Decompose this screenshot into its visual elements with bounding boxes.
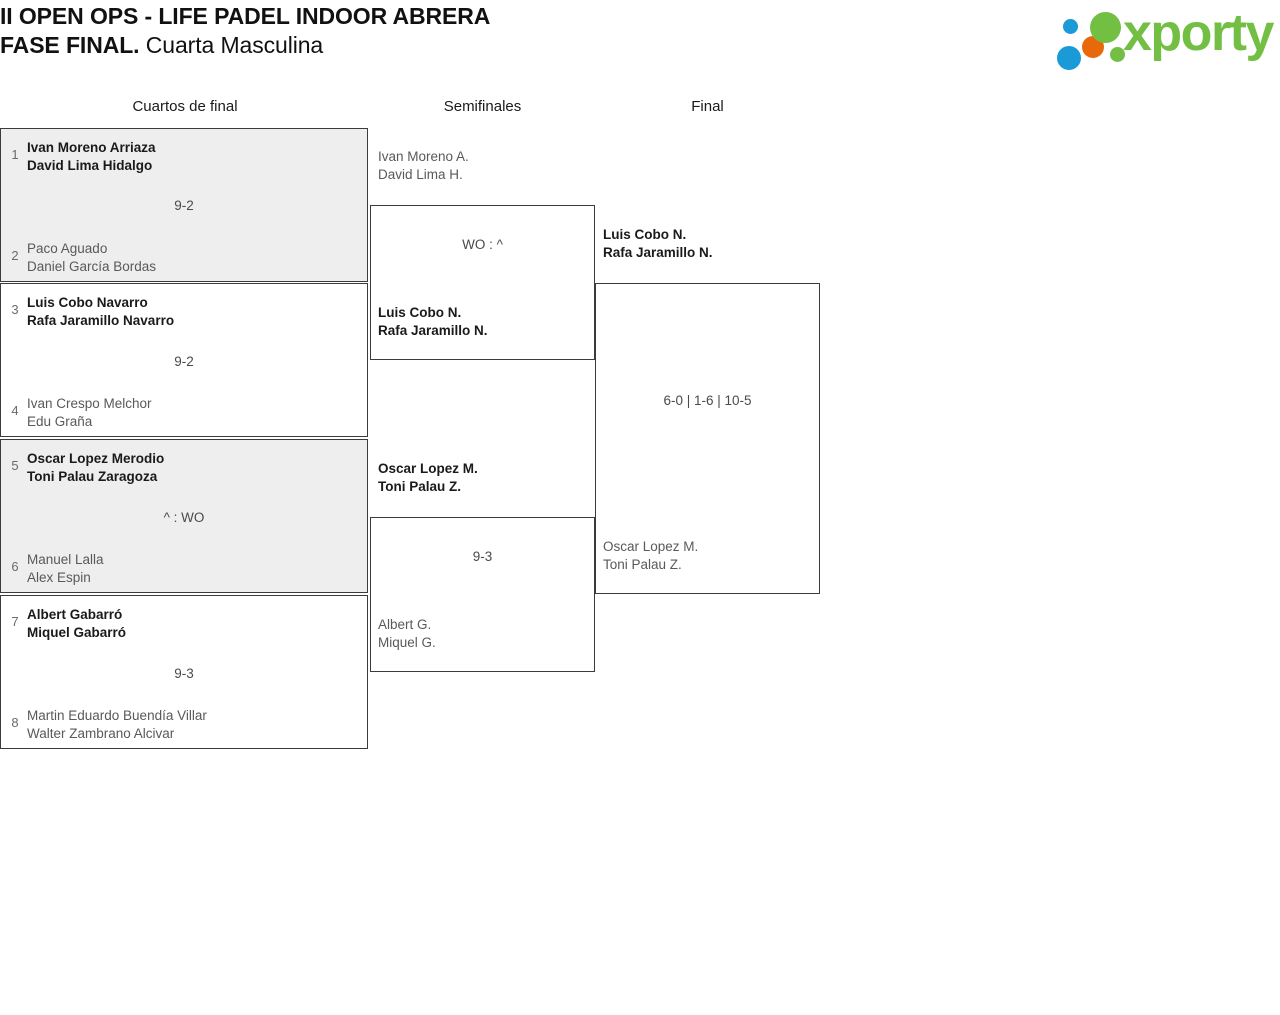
player-name: David Lima H. — [378, 167, 463, 182]
match-box-qf-2[interactable]: 3 Luis Cobo Navarro Rafa Jaramillo Navar… — [0, 283, 368, 437]
player-name: Albert G. — [378, 617, 432, 632]
team-sf1-bottom: Luis Cobo N. Rafa Jaramillo N. — [378, 304, 488, 340]
team-qf4-bottom: Martin Eduardo Buendía Villar Walter Zam… — [27, 707, 207, 743]
seed-number: 2 — [11, 248, 19, 263]
player-name: Walter Zambrano Alcivar — [27, 726, 175, 741]
team-final-top: Luis Cobo N. Rafa Jaramillo N. — [603, 226, 713, 262]
match-box-qf-4[interactable]: 7 Albert Gabarró Miquel Gabarró 8 Martin… — [0, 595, 368, 749]
match-box-qf-3[interactable]: 5 Oscar Lopez Merodio Toni Palau Zaragoz… — [0, 439, 368, 593]
team-qf3-bottom: Manuel Lalla Alex Espin — [27, 551, 104, 587]
match-box-qf-1[interactable]: 1 Ivan Moreno Arriaza David Lima Hidalgo… — [0, 128, 368, 282]
logo-dot-green-small — [1110, 47, 1125, 62]
match-score-final: 6-0 | 1-6 | 10-5 — [663, 393, 752, 408]
player-name: Ivan Moreno Arriaza — [27, 140, 156, 155]
player-name: Paco Aguado — [27, 241, 108, 256]
player-name: Alex Espin — [27, 570, 91, 585]
player-name: Toni Palau Z. — [603, 557, 682, 572]
logo-dots-icon — [1057, 10, 1137, 70]
team-final-bottom: Oscar Lopez M. Toni Palau Z. — [603, 538, 698, 574]
player-name: Toni Palau Z. — [378, 479, 462, 494]
team-qf3-top: Oscar Lopez Merodio Toni Palau Zaragoza — [27, 450, 164, 486]
tournament-title: II OPEN OPS - LIFE PADEL INDOOR ABRERA F… — [0, 2, 900, 60]
title-line-1: II OPEN OPS - LIFE PADEL INDOOR ABRERA — [0, 3, 491, 29]
seed-number: 4 — [11, 403, 19, 418]
match-score-sf-2: 9-3 — [472, 549, 493, 564]
round-header-quarterfinals: Cuartos de final — [132, 98, 238, 115]
team-qf2-top: Luis Cobo Navarro Rafa Jaramillo Navarro — [27, 294, 174, 330]
player-name: Rafa Jaramillo N. — [378, 323, 488, 338]
title-category: Cuarta Masculina — [139, 32, 324, 58]
player-name: Toni Palau Zaragoza — [27, 469, 158, 484]
player-name: Oscar Lopez M. — [603, 539, 699, 554]
logo-dot-blue-large — [1057, 46, 1081, 70]
seed-number: 6 — [11, 559, 19, 574]
player-name: Martin Eduardo Buendía Villar — [27, 708, 207, 723]
team-qf4-top: Albert Gabarró Miquel Gabarró — [27, 606, 126, 642]
title-line-2: FASE FINAL. Cuarta Masculina — [0, 31, 900, 60]
title-phase-bold: FASE FINAL. — [0, 32, 140, 58]
seed-number: 7 — [11, 614, 19, 629]
team-sf2-top: Oscar Lopez M. Toni Palau Z. — [378, 460, 478, 496]
xporty-logo[interactable]: xporty — [1051, 4, 1276, 70]
round-header-semifinals: Semifinales — [443, 98, 522, 115]
seed-number: 5 — [11, 458, 19, 473]
match-box-sf-1[interactable] — [370, 205, 595, 360]
team-sf2-bottom: Albert G. Miquel G. — [378, 616, 436, 652]
seed-number: 1 — [11, 147, 19, 162]
player-name: Oscar Lopez M. — [378, 461, 478, 476]
player-name: Miquel Gabarró — [27, 625, 127, 640]
team-qf1-bottom: Paco Aguado Daniel García Bordas — [27, 240, 156, 276]
page-header: II OPEN OPS - LIFE PADEL INDOOR ABRERA F… — [0, 0, 1280, 85]
team-qf2-bottom: Ivan Crespo Melchor Edu Graña — [27, 395, 152, 431]
player-name: Ivan Crespo Melchor — [27, 396, 152, 411]
player-name: Oscar Lopez Merodio — [27, 451, 165, 466]
match-score-qf-2: 9-2 — [174, 354, 194, 369]
player-name: Daniel García Bordas — [27, 259, 157, 274]
seed-number: 8 — [11, 715, 19, 730]
logo-dot-blue-small — [1063, 19, 1078, 34]
round-header-final: Final — [691, 98, 724, 115]
team-qf1-top: Ivan Moreno Arriaza David Lima Hidalgo — [27, 139, 156, 175]
player-name: Ivan Moreno A. — [378, 149, 469, 164]
player-name: Luis Cobo N. — [378, 305, 462, 320]
player-name: Albert Gabarró — [27, 607, 123, 622]
player-name: Rafa Jaramillo Navarro — [27, 313, 175, 328]
match-score-qf-1: 9-2 — [174, 198, 194, 213]
seed-number: 3 — [11, 302, 19, 317]
player-name: Luis Cobo Navarro — [27, 295, 148, 310]
player-name: David Lima Hidalgo — [27, 158, 153, 173]
team-sf1-top: Ivan Moreno A. David Lima H. — [378, 148, 469, 184]
player-name: Manuel Lalla — [27, 552, 104, 567]
logo-dot-green-large — [1090, 12, 1121, 43]
match-score-qf-3: ^ : WO — [163, 510, 205, 525]
player-name: Miquel G. — [378, 635, 436, 650]
match-score-sf-1: WO : ^ — [462, 237, 503, 252]
player-name: Rafa Jaramillo N. — [603, 245, 713, 260]
match-score-qf-4: 9-3 — [174, 666, 194, 681]
logo-wordmark: xporty — [1123, 4, 1274, 62]
player-name: Luis Cobo N. — [603, 227, 687, 242]
match-box-sf-2[interactable] — [370, 517, 595, 672]
player-name: Edu Graña — [27, 414, 93, 429]
match-box-final[interactable] — [595, 283, 820, 594]
